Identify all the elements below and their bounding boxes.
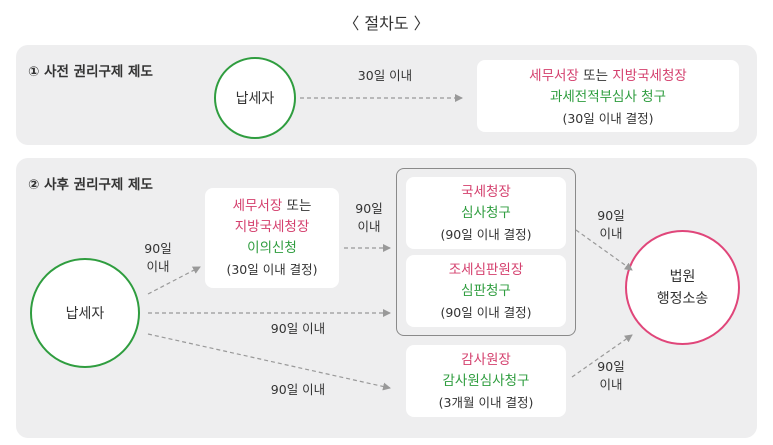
prereview-or: 또는 bbox=[578, 68, 613, 84]
nts-request-title: 심사청구 bbox=[461, 205, 511, 221]
tribunal-request-title: 심판청구 bbox=[461, 283, 511, 299]
court-subtitle: 행정소송 bbox=[656, 290, 709, 307]
nts-head: 국세청장 bbox=[461, 184, 511, 200]
objection-head-office: 세무서장 bbox=[232, 198, 283, 214]
section1-label: ① 사전 권리구제 제도 bbox=[28, 64, 153, 80]
tribunal-decision-period: (90일 이내 결정) bbox=[440, 305, 532, 320]
objection-regional-office: 지방국세청장 bbox=[234, 219, 310, 235]
court-title: 법원 bbox=[669, 268, 696, 285]
section1-taxpayer-circle: 납세자 bbox=[214, 57, 296, 139]
audit-decision-period: (3개월 이내 결정) bbox=[438, 395, 534, 410]
section1-prereview-box: 세무서장 또는 지방국세청장 과세전적부심사 청구 (30일 이내 결정) bbox=[477, 60, 739, 132]
diagram-title: 〈 절차도 〉 bbox=[343, 14, 430, 33]
audit-request-title: 감사원심사청구 bbox=[442, 373, 530, 389]
tribunal-box: 조세심판원장 심판청구 (90일 이내 결정) bbox=[406, 255, 566, 327]
section2-taxpayer-label: 납세자 bbox=[65, 306, 105, 322]
section1-taxpayer-label: 납세자 bbox=[235, 91, 275, 107]
arrow-audit-to-court bbox=[571, 334, 633, 378]
section1-arrow-label: 30일 이내 bbox=[357, 68, 413, 83]
audit-head: 감사원장 bbox=[461, 352, 511, 368]
court-circle: 법원 행정소송 bbox=[625, 230, 740, 345]
tribunal-head: 조세심판원장 bbox=[448, 262, 524, 278]
objection-or: 또는 bbox=[282, 198, 312, 214]
section2-label: ② 사후 권리구제 제도 bbox=[28, 177, 153, 193]
prereview-regional-office: 지방국세청장 bbox=[612, 68, 687, 84]
nts-review-box: 국세청장 심사청구 (90일 이내 결정) bbox=[406, 177, 566, 249]
label-audit-to-court: 90일 이내 bbox=[597, 359, 625, 392]
review-group-frame bbox=[396, 168, 576, 336]
label-direct-to-audit: 90일 이내 bbox=[270, 382, 326, 397]
label-objection-to-group: 90일 이내 bbox=[355, 201, 383, 234]
label-group-to-court: 90일 이내 bbox=[597, 208, 625, 241]
audit-box: 감사원장 감사원심사청구 (3개월 이내 결정) bbox=[406, 345, 566, 417]
prereview-request-title: 과세전적부심사 청구 bbox=[549, 89, 667, 105]
arrow-group-to-court bbox=[575, 229, 633, 271]
prereview-head-office: 세무서장 bbox=[529, 68, 579, 84]
prereview-decision-period: (30일 이내 결정) bbox=[562, 111, 654, 126]
label-direct-to-group: 90일 이내 bbox=[270, 321, 326, 336]
nts-decision-period: (90일 이내 결정) bbox=[440, 227, 532, 242]
arrow-to-objection bbox=[147, 266, 201, 295]
objection-decision-period: (30일 이내 결정) bbox=[226, 262, 318, 277]
objection-title: 이의신청 bbox=[247, 240, 297, 256]
section2-taxpayer-circle: 납세자 bbox=[30, 258, 140, 368]
arrow-direct-to-audit bbox=[147, 333, 391, 391]
label-to-objection: 90일 이내 bbox=[144, 241, 172, 274]
objection-box: 세무서장 또는 지방국세청장 이의신청 (30일 이내 결정) bbox=[205, 188, 339, 288]
